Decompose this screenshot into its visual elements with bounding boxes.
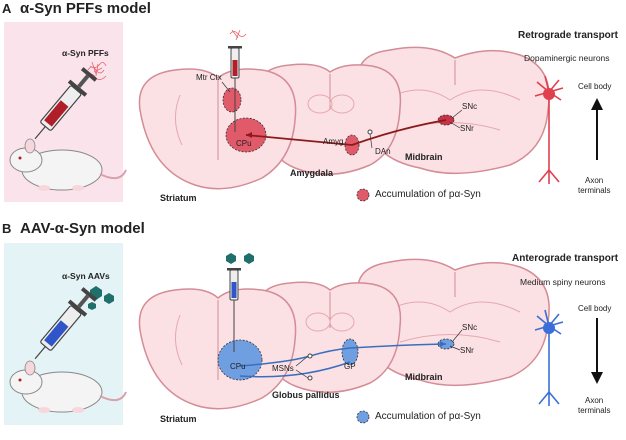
label-striatum-a: Striatum <box>160 193 197 203</box>
anterograde-neuron-illustration <box>534 309 603 406</box>
transport-subtitle-b: Medium spiny neurons <box>520 277 606 287</box>
label-mtr-ctx: Mtr Ctx <box>196 73 222 82</box>
label-msns: MSNs <box>272 364 294 373</box>
anterograde-connection-line-1 <box>239 343 447 367</box>
panel-a-inject-label: α-Syn PFFs <box>62 48 109 58</box>
dopaminergic-neuron-icon <box>534 75 564 184</box>
label-cpu-a: CPu <box>236 139 252 148</box>
panel-a-mouse-illustration <box>9 61 127 191</box>
cell-body-label-b: Cell body <box>578 304 612 313</box>
axon-label-a-1: Axon <box>585 176 604 185</box>
cell-body-label-a: Cell body <box>578 82 612 91</box>
label-amyg: Amyg <box>323 137 344 146</box>
anterograde-connection-line-2 <box>239 361 351 378</box>
injection-syringe-icon <box>228 29 247 132</box>
mouse-icon <box>9 360 127 413</box>
legend-text-a: Accumulation of pα-Syn <box>375 189 481 200</box>
label-amygdala: Amygdala <box>290 168 334 178</box>
axon-label-b-2: terminals <box>578 406 611 415</box>
mouse-icon <box>9 138 127 191</box>
transport-subtitle-a: Dopaminergic neurons <box>524 53 610 63</box>
legend-text-b: Accumulation of pα-Syn <box>375 411 481 422</box>
cell-body-icon-a <box>543 88 555 100</box>
midbrain-section-a <box>357 46 550 175</box>
label-midbrain-b: Midbrain <box>405 372 443 382</box>
label-dan: DAn <box>375 147 391 156</box>
globus-pallidus-section <box>256 281 402 394</box>
panel-a-title: α-Syn PFFs model <box>20 0 151 17</box>
label-striatum-b: Striatum <box>160 414 197 424</box>
syringe-icon <box>34 67 98 140</box>
legend-swatch-a <box>356 188 370 202</box>
panel-b-letter: B <box>2 221 12 236</box>
striatum-section-b <box>138 288 297 410</box>
injection-syringe-icon <box>226 253 254 352</box>
legend-swatch-b <box>356 410 370 424</box>
panel-b-inject-label: α-Syn AAVs <box>62 271 110 281</box>
panel-a-letter: A <box>2 1 12 16</box>
transport-title-a: Retrograde transport <box>518 30 619 41</box>
transport-title-b: Anterograde transport <box>512 253 619 264</box>
syringe-icon <box>34 287 98 360</box>
retrograde-connection-line <box>245 119 447 146</box>
retrograde-neuron-illustration <box>534 75 603 184</box>
label-snr-a: SNr <box>460 124 474 133</box>
label-snc-a: SNc <box>462 102 478 111</box>
label-cpu-b: CPu <box>230 362 246 371</box>
label-globus-pallidus: Globus pallidus <box>272 390 340 400</box>
midbrain-section-b <box>357 258 550 387</box>
axon-label-b-1: Axon <box>585 396 604 405</box>
axon-label-a-2: terminals <box>578 186 611 195</box>
panel-b-title: AAV-α-Syn model <box>20 220 145 237</box>
label-snr-b: SNr <box>460 346 474 355</box>
medium-spiny-neuron-icon <box>534 309 564 406</box>
panel-a-brain-sections <box>138 29 550 190</box>
panel-b-mouse-illustration <box>9 286 127 413</box>
label-gp: GP <box>344 362 356 371</box>
label-midbrain-a: Midbrain <box>405 152 443 162</box>
panel-b-brain-sections <box>138 253 550 410</box>
cell-body-icon-b <box>543 322 555 334</box>
label-snc-b: SNc <box>462 323 478 332</box>
